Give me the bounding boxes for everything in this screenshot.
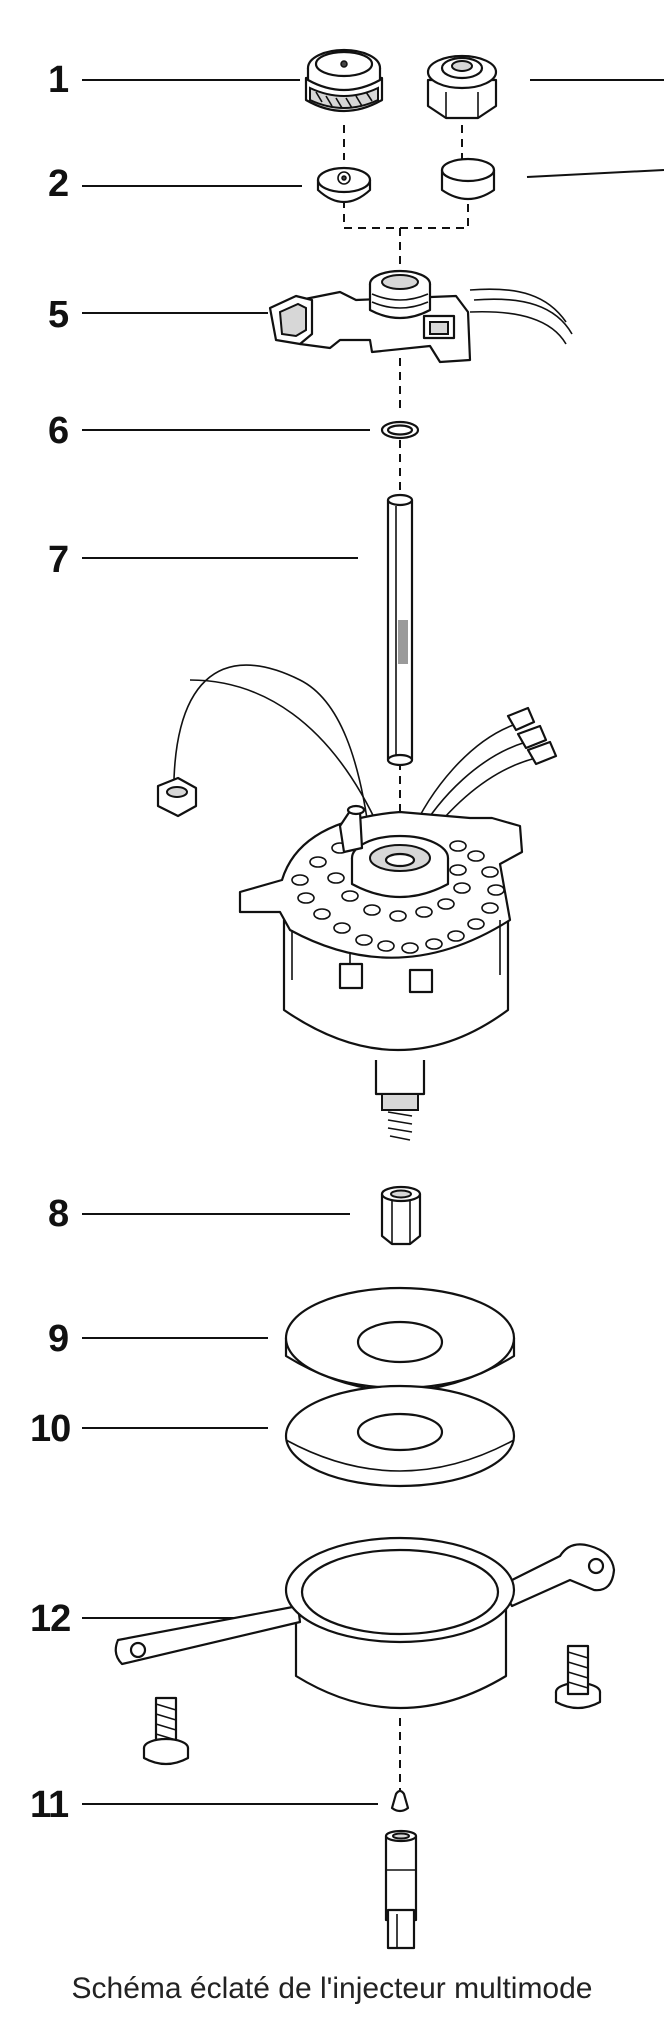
callout-label-5: 5	[48, 294, 69, 336]
diagram-caption: Schéma éclaté de l'injecteur multimode	[71, 1972, 593, 2005]
callout-9: 9	[48, 1318, 268, 1360]
callout-2: 2	[48, 163, 302, 205]
injector-body-part	[156, 664, 558, 1141]
liner-tube-part	[386, 493, 414, 767]
callout-11: 11	[30, 1784, 378, 1826]
septum-disc-part	[316, 166, 372, 203]
plug-septum-part	[440, 157, 496, 201]
callout-label-11: 11	[30, 1784, 69, 1826]
callout-10: 10	[30, 1408, 268, 1450]
callout-label-1: 1	[48, 59, 69, 101]
callout-1: 1	[48, 59, 300, 101]
callout-label-7: 7	[48, 539, 68, 581]
injector-head-part	[268, 269, 573, 364]
callout-7: 7	[48, 539, 358, 581]
screw-left-part	[142, 1696, 190, 1766]
callout-8: 8	[48, 1193, 350, 1235]
callout-6: 6	[48, 410, 370, 452]
bottom-connector-part	[384, 1829, 418, 1950]
callout-label-12: 12	[30, 1598, 70, 1640]
callout-label-2: 2	[48, 163, 68, 205]
o-ring-part	[380, 420, 420, 440]
gasket-part	[284, 1384, 516, 1488]
callout-5: 5	[48, 294, 268, 336]
callout-label-10: 10	[30, 1408, 70, 1450]
callout-label-8: 8	[48, 1193, 68, 1235]
hex-nut-part	[380, 1185, 422, 1246]
screw-right-part	[554, 1644, 602, 1710]
septum-nut-part	[304, 48, 384, 113]
cone-part	[390, 1789, 410, 1813]
insulation-disc-part	[284, 1286, 516, 1393]
leader-line-4	[526, 169, 664, 178]
bracket-part	[114, 1536, 616, 1710]
callout-label-9: 9	[48, 1318, 68, 1360]
callout-label-6: 6	[48, 410, 68, 452]
hex-cap-part	[426, 54, 498, 120]
